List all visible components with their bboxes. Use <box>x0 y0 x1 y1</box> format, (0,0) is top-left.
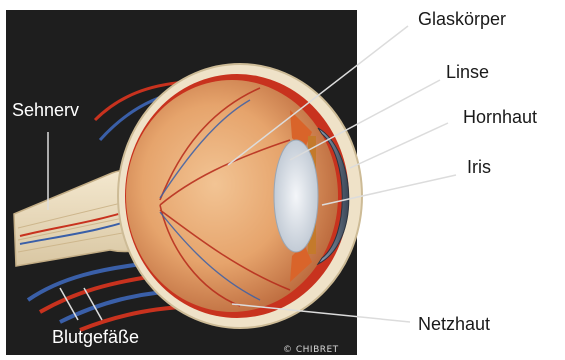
label-vitreous: Glaskörper <box>418 9 506 29</box>
credit-watermark: © CHIBRET <box>283 345 339 355</box>
label-blood-vessels: Blutgefäße <box>52 327 139 347</box>
label-retina: Netzhaut <box>418 314 490 334</box>
label-lens: Linse <box>446 62 489 82</box>
label-cornea: Hornhaut <box>463 107 537 127</box>
leader-line-cornea <box>350 123 448 168</box>
label-iris: Iris <box>467 157 491 177</box>
label-optic-nerve: Sehnerv <box>12 100 79 120</box>
